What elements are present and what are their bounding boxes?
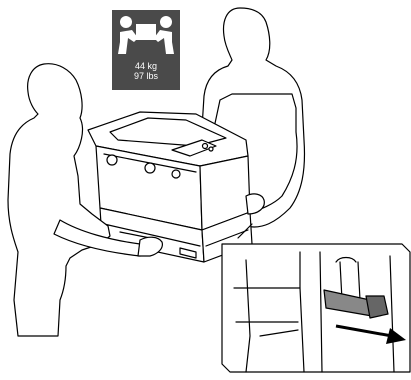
detail-inset	[222, 244, 410, 372]
weight-kg: 44 kg	[112, 61, 180, 71]
weight-lbs: 97 lbs	[112, 71, 180, 81]
weight-warning-badge: 44 kg 97 lbs	[112, 10, 180, 90]
two-person-lift-icon	[112, 10, 180, 60]
